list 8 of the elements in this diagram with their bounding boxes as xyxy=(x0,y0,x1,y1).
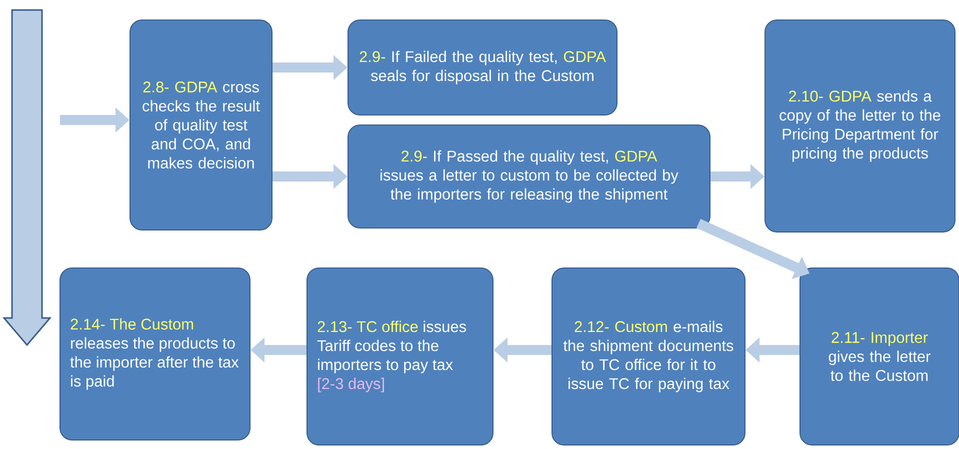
process-box: 2.12- Custom e-mails the shipment documents to TC office for it to issue TC for paying tax xyxy=(552,268,746,446)
process-box: 2.10- GDPA sends a copy of the letter to the Pricing Department for pricing the products xyxy=(764,20,956,232)
process-box: 2.9- If Failed the quality test, GDPA seals for disposal in the Custom xyxy=(348,20,618,116)
process-box: 2.11- Importer gives the letter to the Custom xyxy=(800,268,959,446)
process-box: 2.8- GDPA cross checks the result of quality test and COA, and makes decision xyxy=(130,20,272,230)
process-box: 2.9- If Passed the quality test, GDPA issues a letter to custom to be collected by the importers for releasing the shipment xyxy=(348,124,710,228)
process-box: 2.13- TC office issues Tariff codes to the importers to pay tax [2-3 days] xyxy=(306,268,494,446)
process-box: 2.14- The Custom releases the products to the importer after the tax is paid xyxy=(60,268,250,440)
